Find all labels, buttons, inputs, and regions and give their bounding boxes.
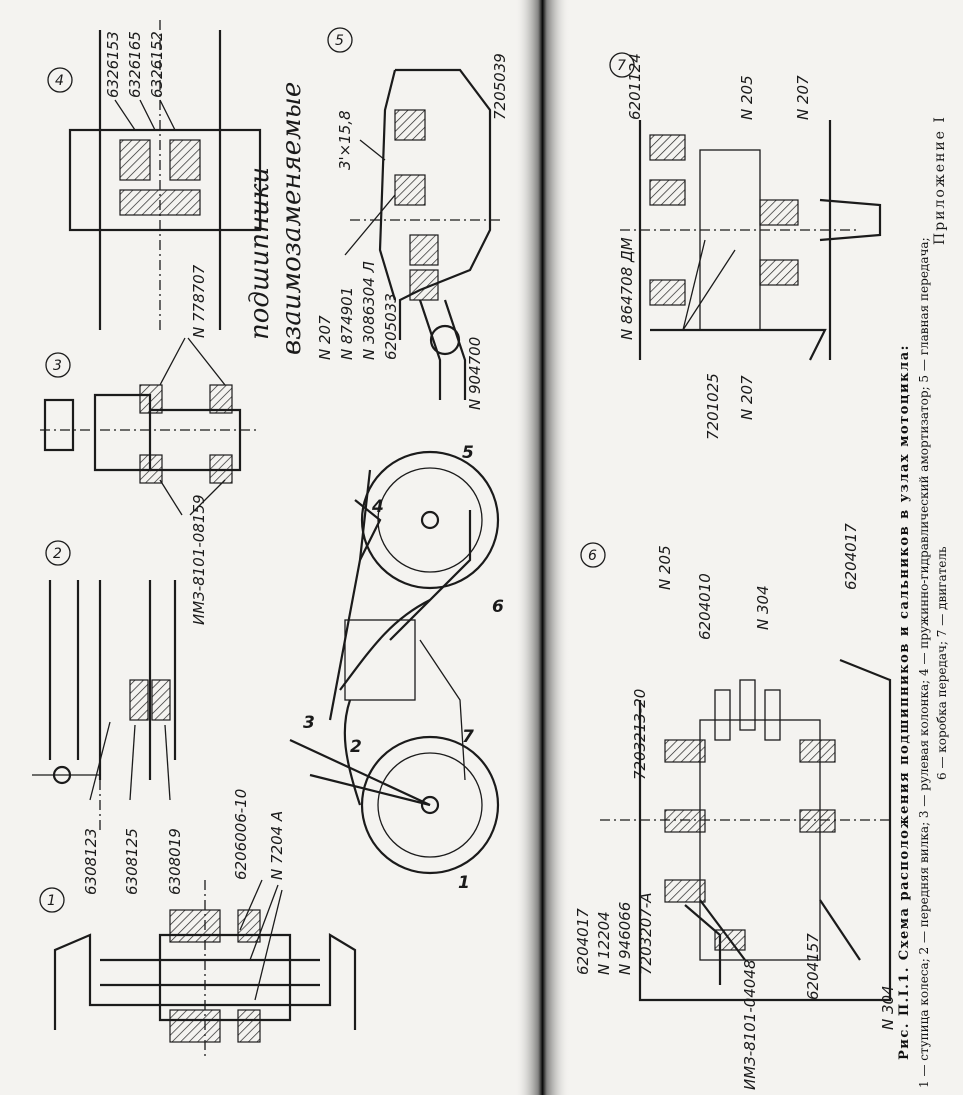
part-label-n207-fig7-bottom: N 207 bbox=[738, 375, 756, 420]
part-label-6326153: 6326153 bbox=[104, 31, 122, 98]
part-label-6204010: 6204010 bbox=[696, 573, 714, 640]
figure-2-number: 2 bbox=[53, 546, 62, 562]
caption-line-1: 1 — ступица колеса; 2 — передняя вилка; … bbox=[917, 237, 931, 1088]
part-label-3x15-8: 3'×15,8 bbox=[336, 110, 354, 170]
part-label-6326152: 6326152 bbox=[148, 31, 166, 98]
figure-6-number: 6 bbox=[588, 548, 597, 564]
callout-3: 3 bbox=[303, 713, 315, 733]
figure-4-shock-absorber: 4 bbox=[47, 20, 262, 330]
figure-3-number: 3 bbox=[53, 358, 62, 374]
figure-7-engine: 7 bbox=[609, 52, 882, 361]
part-label-n207-fig7-top: N 207 bbox=[794, 75, 812, 120]
figure-1-number: 1 bbox=[47, 893, 56, 909]
part-label-n205-fig6: N 205 bbox=[656, 545, 674, 590]
part-label-n7204a: N 7204 A bbox=[268, 811, 286, 880]
part-label-imz-8101-08159: ИМЗ-8101-08159 bbox=[190, 495, 208, 626]
part-label-6205033: 6205033 bbox=[382, 293, 400, 360]
part-label-6204157: 6204157 bbox=[804, 933, 822, 1000]
part-label-n12204: N 12204 bbox=[595, 911, 613, 975]
part-label-6201124: 6201124 bbox=[626, 53, 644, 120]
caption-title: Рис. П.I.1. Схема расположения подшипник… bbox=[897, 344, 912, 1060]
figure-2-front-fork: 2 bbox=[32, 540, 177, 830]
figure-3-steering-column: 3 bbox=[40, 337, 260, 516]
book-spine-shadow bbox=[515, 0, 570, 1095]
part-label-7201025: 7201025 bbox=[704, 373, 722, 440]
part-label-imz-8101-04048: ИМЗ-8101-04048 bbox=[741, 960, 759, 1091]
part-label-6204017-top: 6204017 bbox=[842, 523, 860, 590]
part-label-6206006-10: 6206006-10 bbox=[232, 789, 250, 880]
figure-5-final-drive: 5 bbox=[327, 27, 500, 400]
motorcycle-overview bbox=[289, 450, 500, 875]
part-label-7203207-a: 7203207-А bbox=[637, 893, 655, 975]
part-label-n304-fig6: N 304 bbox=[754, 585, 772, 630]
part-label-7203213-20: 7203213-20 bbox=[631, 689, 649, 780]
part-label-n207-fig5: N 207 bbox=[316, 315, 334, 360]
figure-caption: Рис. П.I.1. Схема расположения подшипник… bbox=[897, 237, 949, 1088]
appendix-header: Приложение I bbox=[932, 115, 948, 245]
part-label-n3086304l: N 3086304 Л bbox=[360, 261, 378, 360]
part-label-n874901: N 874901 bbox=[338, 287, 356, 360]
callout-6: 6 bbox=[492, 597, 504, 617]
callout-4: 4 bbox=[371, 497, 384, 517]
part-label-n904700: N 904700 bbox=[466, 337, 484, 410]
part-label-6308019: 6308019 bbox=[166, 828, 184, 895]
figure-7-number: 7 bbox=[617, 58, 626, 74]
part-label-6326165: 6326165 bbox=[126, 31, 144, 98]
part-label-n304-bottom: N 304 bbox=[879, 985, 897, 1030]
callout-1: 1 bbox=[458, 873, 470, 893]
caption-line-2: 6 — коробка передач; 7 — двигатель bbox=[935, 546, 949, 780]
callout-7: 7 bbox=[462, 727, 474, 747]
figure-1-wheel-hub: 1 bbox=[39, 879, 357, 1060]
part-label-n205-fig7: N 205 bbox=[738, 75, 756, 120]
part-label-n864708dm: N 864708 ДМ bbox=[618, 237, 636, 340]
figure-5-number: 5 bbox=[335, 33, 344, 49]
figure-6-gearbox: 6 bbox=[580, 542, 892, 1002]
part-label-7205039: 7205039 bbox=[491, 53, 509, 120]
callout-5: 5 bbox=[462, 443, 474, 463]
part-label-n778707: N 778707 bbox=[190, 264, 208, 338]
figure-4-number: 4 bbox=[55, 73, 64, 89]
part-label-6204017-left: 6204017 bbox=[574, 908, 592, 975]
part-label-6308125: 6308125 bbox=[123, 828, 141, 895]
part-label-6308123: 6308123 bbox=[82, 828, 100, 895]
handwritten-note-line2: взаимозаменяемые bbox=[277, 82, 307, 355]
part-label-n946066: N 946066 bbox=[616, 902, 634, 975]
callout-2: 2 bbox=[350, 737, 362, 757]
